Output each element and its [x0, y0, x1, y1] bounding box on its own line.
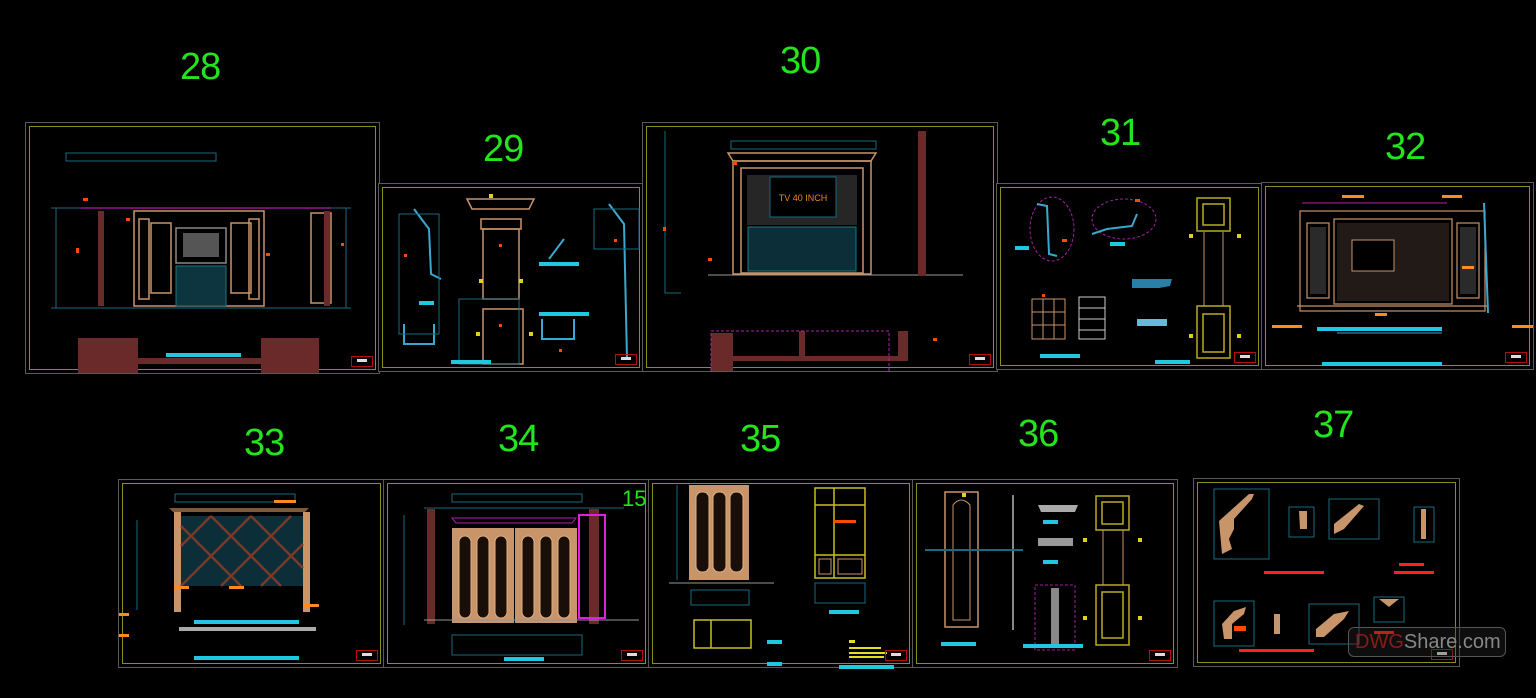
drawing-caption [504, 657, 544, 661]
drawing-caption [194, 620, 299, 624]
sheet-frame [1000, 187, 1259, 366]
sheet-subnumber: 15 [622, 486, 647, 511]
drawing-caption [419, 301, 434, 305]
drawing-caption-red [1394, 571, 1434, 574]
sheet-frame [122, 483, 381, 664]
column-detail-drawing [398, 194, 640, 365]
title-block [1234, 352, 1256, 363]
drawing-caption [1040, 354, 1080, 358]
drawing-caption-red [1399, 563, 1424, 566]
sheet-number-36: 36 [1018, 413, 1059, 455]
drawing-caption [767, 662, 782, 666]
drawing-caption [1322, 362, 1442, 366]
sheet-frame [646, 126, 994, 368]
drawing-caption [1043, 520, 1058, 524]
drawing-caption [1015, 246, 1029, 250]
drawing-sheet-32[interactable] [1261, 182, 1534, 370]
drawing-sheet-33[interactable] [118, 479, 385, 668]
wall-panel-elevation-drawing [1272, 195, 1533, 334]
drawing-caption [1110, 242, 1125, 246]
drawing-sheet-37[interactable] [1193, 478, 1460, 667]
door-panel-detail-drawing [925, 491, 1142, 651]
drawing-caption [1317, 327, 1442, 331]
sheet-number-32: 32 [1385, 126, 1426, 168]
drawing-sheet-35[interactable] [648, 479, 914, 669]
title-block [1149, 650, 1171, 661]
cabinet-elevation-drawing [51, 152, 351, 373]
drawing-caption [1155, 360, 1190, 364]
drawing-caption [767, 640, 782, 644]
sheet-frame [1197, 482, 1456, 663]
drawing-caption [539, 262, 579, 266]
drawing-sheet-29[interactable] [378, 183, 644, 372]
drawing-caption [829, 610, 859, 614]
title-block [356, 650, 378, 661]
tv-label: TV 40 INCH [779, 193, 828, 203]
drawing-caption [194, 656, 299, 660]
wardrobe-door-drawing [669, 485, 887, 658]
drawing-caption-red [1374, 631, 1394, 634]
drawing-caption [539, 312, 589, 316]
sheet-number-34: 34 [498, 418, 539, 460]
drawing-caption [1043, 560, 1058, 564]
drawing-caption [941, 642, 976, 646]
sheet-frame [387, 483, 646, 664]
drawing-sheet-30[interactable]: TV 40 INCH [642, 122, 998, 372]
sheet-number-31: 31 [1100, 112, 1141, 154]
drawing-caption [839, 665, 894, 669]
title-block [885, 650, 907, 661]
sheet-number-28: 28 [180, 46, 221, 88]
sheet-number-30: 30 [780, 40, 821, 82]
drawing-caption-red [1239, 649, 1314, 652]
cornice-profile-drawing [1213, 488, 1435, 647]
sheet-number-37: 37 [1313, 404, 1354, 446]
drawing-sheet-36[interactable] [912, 479, 1178, 668]
title-block [621, 650, 643, 661]
moulding-detail-drawing [1029, 196, 1241, 359]
watermark-brand-dwg: DWG [1355, 630, 1404, 653]
title-block [1431, 649, 1453, 660]
sheet-number-29: 29 [483, 128, 524, 170]
tv-wall-elevation-drawing: TV 40 INCH [663, 131, 963, 371]
drawing-sheet-28[interactable] [25, 122, 380, 374]
sheet-frame [916, 483, 1174, 664]
lattice-panel-drawing [119, 493, 319, 637]
watermark-brand-rest: Share.com [1403, 630, 1501, 653]
sheet-frame [29, 126, 376, 370]
title-block [969, 354, 991, 365]
sheet-frame [382, 187, 640, 368]
drawing-caption [451, 360, 491, 364]
sheet-number-33: 33 [244, 422, 285, 464]
drawing-sheet-34[interactable]: 15 [383, 479, 650, 668]
title-block [351, 356, 373, 367]
drawing-caption-red [1264, 571, 1324, 574]
drawing-sheet-31[interactable] [996, 183, 1263, 370]
title-block [1505, 352, 1527, 363]
sheet-number-35: 35 [740, 418, 781, 460]
drawing-caption [166, 353, 241, 357]
drawing-caption [1023, 644, 1083, 648]
title-block [615, 354, 637, 365]
double-door-elevation-drawing [403, 493, 639, 656]
